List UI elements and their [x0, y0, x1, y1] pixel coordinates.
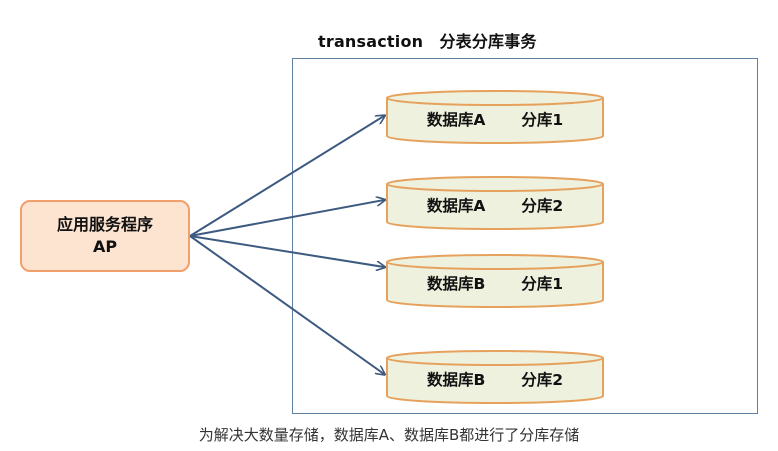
shard-name: 分库2 [521, 197, 564, 215]
diagram-title: transaction 分表分库事务 [318, 32, 537, 51]
database-cylinder-b2: 数据库B 分库2 [386, 350, 604, 404]
arrow-to-db-1 [189, 116, 384, 237]
arrow-to-db-2 [189, 200, 384, 237]
transaction-boundary-box [292, 58, 758, 414]
shard-name: 分库1 [521, 111, 564, 129]
database-cylinder-a1: 数据库A 分库1 [386, 90, 604, 144]
diagram-caption: 为解决大数量存储，数据库A、数据库B都进行了分库存储 [198, 426, 580, 444]
database-name: 数据库A [426, 197, 486, 215]
database-name: 数据库B [426, 275, 486, 293]
database-cylinder-a2: 数据库A 分库2 [386, 176, 604, 230]
database-name: 数据库A [426, 111, 486, 129]
app-node-label: 应用服务程序 [56, 215, 153, 234]
arrow-to-db-3 [189, 235, 384, 267]
arrow-to-db-4 [189, 235, 384, 374]
database-name: 数据库B [426, 371, 486, 389]
shard-name: 分库1 [521, 275, 564, 293]
database-cylinder-b1: 数据库B 分库1 [386, 254, 604, 308]
app-node-sublabel: AP [92, 237, 118, 256]
shard-name: 分库2 [521, 371, 564, 389]
app-service-node: 应用服务程序 AP [20, 200, 190, 272]
